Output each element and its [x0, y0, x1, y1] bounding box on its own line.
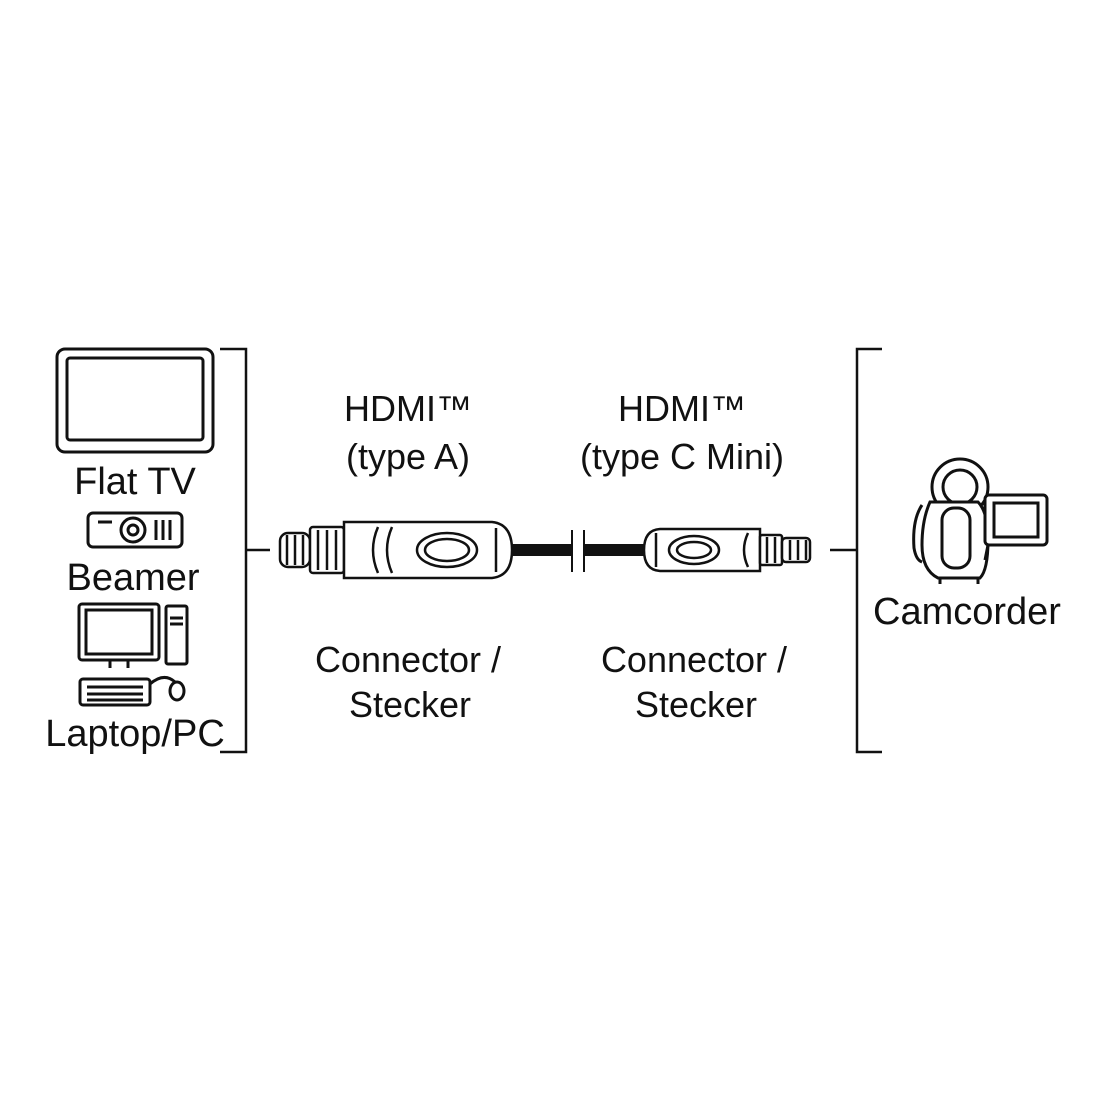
hdmi-type-c-mini-plug-icon — [642, 527, 812, 573]
cable — [512, 530, 646, 572]
laptop-pc-label: Laptop/PC — [45, 713, 225, 755]
connector-c-standard-label: HDMI™ — [618, 388, 746, 429]
beamer-label: Beamer — [66, 557, 199, 599]
left-bracket — [220, 347, 270, 754]
hdmi-type-a-plug-icon — [278, 520, 514, 580]
laptop-pc-icon — [77, 602, 189, 707]
connector-c-caption-line1: Connector / — [601, 639, 787, 680]
connector-c-caption-line2: Stecker — [635, 684, 757, 725]
camcorder-icon — [912, 457, 1049, 584]
flat-tv-label: Flat TV — [74, 461, 196, 503]
connector-a-standard-label: HDMI™ — [344, 388, 472, 429]
flat-tv-icon — [55, 347, 215, 454]
connector-a-type-label: (type A) — [346, 436, 470, 477]
beamer-icon — [86, 511, 184, 549]
right-bracket — [830, 347, 882, 754]
connector-a-caption-line1: Connector / — [315, 639, 501, 680]
connector-c-type-label: (type C Mini) — [580, 436, 784, 477]
camcorder-label: Camcorder — [873, 591, 1061, 633]
connector-a-caption-line2: Stecker — [349, 684, 471, 725]
